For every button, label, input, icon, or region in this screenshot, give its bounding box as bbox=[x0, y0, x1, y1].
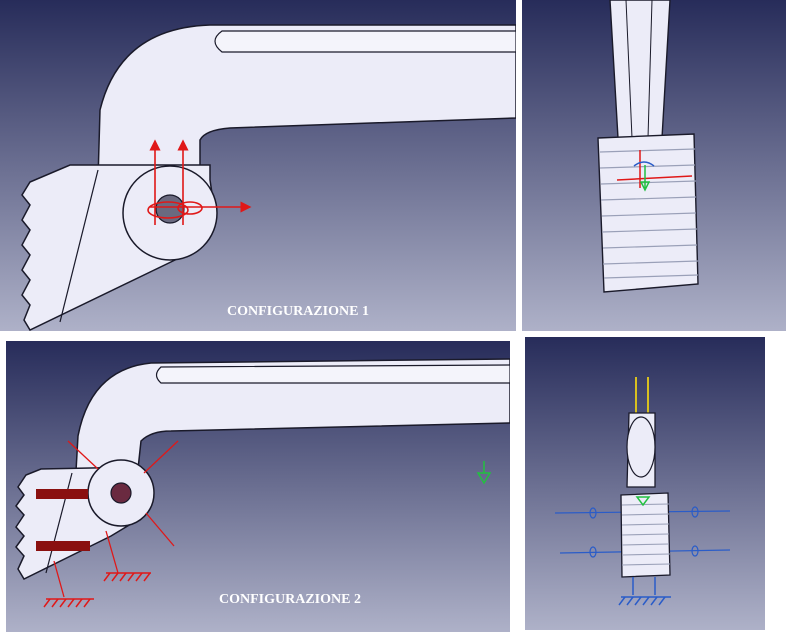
cad-view-front-2 bbox=[525, 337, 765, 630]
pivot-hole bbox=[155, 194, 185, 224]
constraint-lines bbox=[53, 440, 179, 598]
arm-slot bbox=[155, 364, 510, 384]
ground-symbol bbox=[618, 577, 671, 606]
clamp-bar-lower bbox=[36, 541, 90, 551]
arm-slot bbox=[214, 30, 516, 53]
cad-view-side-2: CONFIGURAZIONE 2 bbox=[6, 341, 510, 632]
cad-view-side-1: CONFIGURAZIONE 1 bbox=[0, 0, 516, 331]
pivot-hole bbox=[110, 482, 132, 504]
block-edge bbox=[59, 169, 99, 323]
axis-markers bbox=[616, 150, 693, 192]
panel-front-view-2 bbox=[525, 337, 765, 630]
pedal-block-front bbox=[620, 492, 671, 578]
panel-front-view-1 bbox=[522, 0, 786, 331]
green-marker-icon bbox=[635, 496, 651, 507]
clamp-bar-upper bbox=[36, 489, 88, 499]
ground-symbol-1 bbox=[43, 598, 94, 608]
load-arrows bbox=[635, 377, 649, 413]
ground-symbol-2 bbox=[103, 572, 151, 582]
caption-configurazione-1: CONFIGURAZIONE 1 bbox=[227, 304, 369, 319]
pedal-block-front bbox=[597, 133, 699, 293]
panel-configurazione-2: CONFIGURAZIONE 2 bbox=[6, 341, 510, 632]
pedal-arm-front bbox=[609, 0, 671, 139]
pedal-arm bbox=[75, 358, 510, 472]
cad-view-front-1 bbox=[522, 0, 786, 331]
caption-configurazione-2: CONFIGURAZIONE 2 bbox=[219, 592, 361, 607]
green-marker-icon bbox=[476, 461, 492, 485]
constraint-arrows bbox=[147, 139, 252, 225]
pedal-arm bbox=[97, 24, 516, 181]
panel-configurazione-1: CONFIGURAZIONE 1 bbox=[0, 0, 516, 331]
